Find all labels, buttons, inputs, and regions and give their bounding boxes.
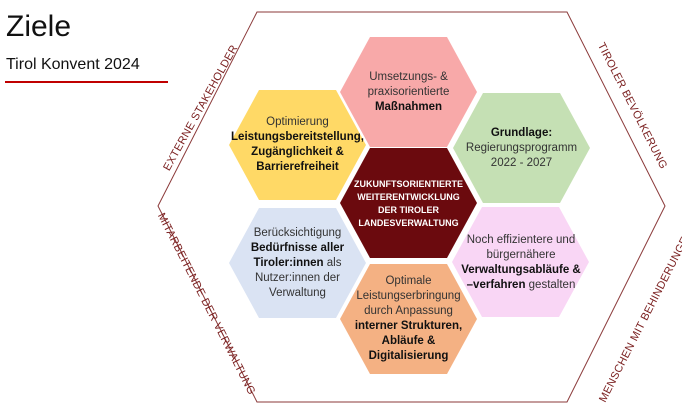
text-bold: –verfahren	[466, 279, 526, 291]
text-line: durch Anpassung	[364, 305, 453, 317]
page-subtitle: Tirol Konvent 2024	[6, 56, 140, 73]
text-line: Verwaltung	[269, 286, 326, 299]
text-line-bold: interner Strukturen,	[354, 320, 463, 332]
hex-bottom-text: Optimale Leistungserbringung durch Anpas…	[340, 264, 477, 374]
text-line-bold: Grundlage:	[490, 126, 553, 139]
text-line-bold: Bedürfnisse aller	[250, 241, 345, 254]
page-title: Ziele	[6, 10, 72, 43]
hex-top	[340, 37, 477, 147]
text-line: WEITERENTWICKLUNG	[357, 192, 460, 202]
hex-upper-left	[229, 90, 366, 200]
hex-lower-left	[229, 208, 366, 318]
text-line: Berücksichtigung	[253, 226, 342, 239]
hex-center-text: ZUKUNFTSORIENTIERTE WEITERENTWICKLUNG DE…	[340, 148, 477, 260]
text-line-bold: Leistungsbereitstellung,	[231, 131, 364, 143]
hex-upper-right-text: Grundlage: Regierungsprogramm 2022 - 202…	[453, 93, 590, 203]
hex-lower-right	[452, 207, 589, 317]
text-line-bold: Barrierefreiheit	[256, 161, 339, 173]
text-line: Tiroler:innen als	[254, 256, 342, 271]
text-line: Umsetzungs- &	[369, 70, 448, 83]
text-line: praxisorientierte	[367, 85, 450, 98]
text-line: DER TIROLER	[377, 205, 439, 215]
text-line: –verfahren gestalten	[467, 278, 576, 293]
text-line: ZUKUNFTSORIENTIERTE	[354, 179, 463, 189]
text-line-bold: Zugänglichkeit &	[251, 146, 344, 158]
text-line-bold: Abläufe &	[381, 335, 436, 347]
hex-top-text: Umsetzungs- & praxisorientierte Maßnahme…	[340, 37, 477, 147]
text-line-bold: Maßnahmen	[374, 100, 443, 113]
text-line: 2022 - 2027	[490, 156, 553, 169]
hex-upper-right	[453, 93, 590, 203]
text-line: Noch effizientere und	[466, 234, 576, 246]
hex-lower-left-text: Berücksichtigung Bedürfnisse aller Tirol…	[229, 208, 366, 318]
outer-hexagon	[157, 11, 666, 403]
hex-center	[340, 148, 477, 258]
hex-lower-right-text: Noch effizientere und bürgernähere Verwa…	[449, 207, 593, 319]
hex-upper-left-text: Optimierung Leistungsbereitstellung, Zug…	[229, 90, 366, 200]
text-line: Regierungsprogramm	[465, 141, 578, 154]
text-line: Optimale	[385, 275, 432, 287]
hex-bottom	[340, 264, 477, 374]
text: als	[323, 256, 342, 269]
text-bold: Tiroler:innen	[253, 256, 324, 269]
text-line: Optimierung	[266, 116, 329, 128]
text-line: Leistungserbringung	[356, 290, 461, 302]
title-underline	[5, 81, 168, 83]
text-line: bürgernähere	[486, 249, 556, 261]
text-line-bold: Verwaltungsabläufe &	[461, 264, 581, 276]
text-line-bold: Digitalisierung	[368, 350, 449, 362]
text: gestalten	[525, 279, 576, 291]
text-line: LANDESVERWALTUNG	[358, 218, 459, 228]
text-line: Nutzer:innen der	[254, 271, 341, 284]
